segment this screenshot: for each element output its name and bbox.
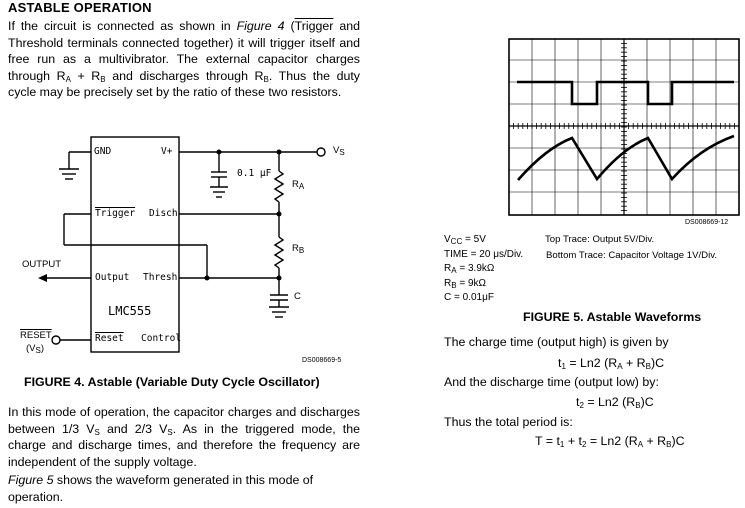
output-label: OUTPUT [22, 259, 62, 270]
scope-parameters: VCC = 5V TIME = 20 μs/Div. RA = 3.9kΩ RB… [444, 233, 523, 306]
figure5-reference-paragraph: Figure 5 shows the waveform generated in… [8, 473, 314, 504]
pin-vplus-label: V+ [161, 146, 173, 157]
t2-equation: t2 = Ln2 (RB)C [576, 395, 654, 410]
intro-text-6: . Thus the duty cycle may be precisely s… [8, 68, 360, 100]
intro-text-4: + R [70, 68, 101, 83]
reset-label: RESET [20, 330, 52, 341]
param-vcc: VCC = 5V [444, 234, 486, 246]
trigger-word: Trigger [294, 19, 334, 33]
charge-time-text: The charge time (output high) is given b… [444, 335, 669, 349]
cap-value-label: 0.1 μF [237, 168, 272, 179]
pin-output-label: Output [95, 272, 130, 283]
intro-text-1: If the circuit is connected as shown in [8, 19, 237, 33]
param-time: TIME = 20 μs/Div. [444, 248, 524, 260]
top-trace-label: Top Trace: Output 5V/Div. [545, 234, 655, 245]
intro-paragraph: If the circuit is connected as shown in … [8, 18, 360, 101]
figure5-reference: Figure 5 [8, 473, 54, 487]
astable-circuit-schematic [38, 136, 326, 353]
param-rb: RB = 9kΩ [444, 277, 487, 290]
t1-equation: t1 = Ln2 (RA + RB)C [558, 356, 665, 371]
pin-disch-label: Disch [149, 208, 178, 219]
intro-text-2: ( [284, 19, 295, 33]
intro-text-3: and Threshold terminals connected togeth… [8, 19, 360, 83]
ra-label: RA [292, 179, 305, 191]
figure4-reference: Figure 4 [236, 19, 285, 33]
section-heading: ASTABLE OPERATION [8, 0, 152, 15]
pin-control-label: Control [141, 333, 182, 344]
pin-thresh-label: Thresh [143, 272, 178, 283]
figure5-ds-code: DS008669-12 [685, 219, 729, 226]
intro-text-5: and discharges through R [105, 68, 264, 83]
rb-label: RB [292, 243, 305, 255]
pin-reset-label: Reset [95, 333, 124, 344]
c-label: C [294, 291, 301, 302]
figure5-caption: FIGURE 5. Astable Waveforms [523, 310, 702, 324]
bottom-trace-label: Bottom Trace: Capacitor Voltage 1V/Div. [546, 250, 717, 261]
intro-sub-a: A [65, 74, 71, 84]
pin-trigger-label: Trigger [95, 208, 136, 219]
discharge-time-text: And the discharge time (output low) by: [444, 375, 659, 389]
intro-sub-b2: B [263, 74, 269, 84]
body-paragraph: In this mode of operation, the capacitor… [8, 405, 360, 469]
figure4-caption: FIGURE 4. Astable (Variable Duty Cycle O… [24, 375, 320, 389]
intro-sub-b1: B [100, 74, 106, 84]
oscilloscope-display [508, 38, 740, 216]
chip-name-label: LMC555 [108, 304, 152, 318]
total-period-text: Thus the total period is: [444, 415, 573, 429]
vs-terminal-label: VS [333, 145, 345, 157]
param-c: C = 0.01μF [444, 292, 494, 303]
figure4-ds-code: DS008669-5 [302, 357, 342, 364]
param-ra: RA = 3.9kΩ [444, 263, 495, 275]
reset-vs-label: (VS) [26, 343, 45, 355]
total-period-equation: T = t1 + t2 = Ln2 (RA + RB)C [535, 434, 685, 449]
pin-gnd-label: GND [94, 146, 112, 157]
